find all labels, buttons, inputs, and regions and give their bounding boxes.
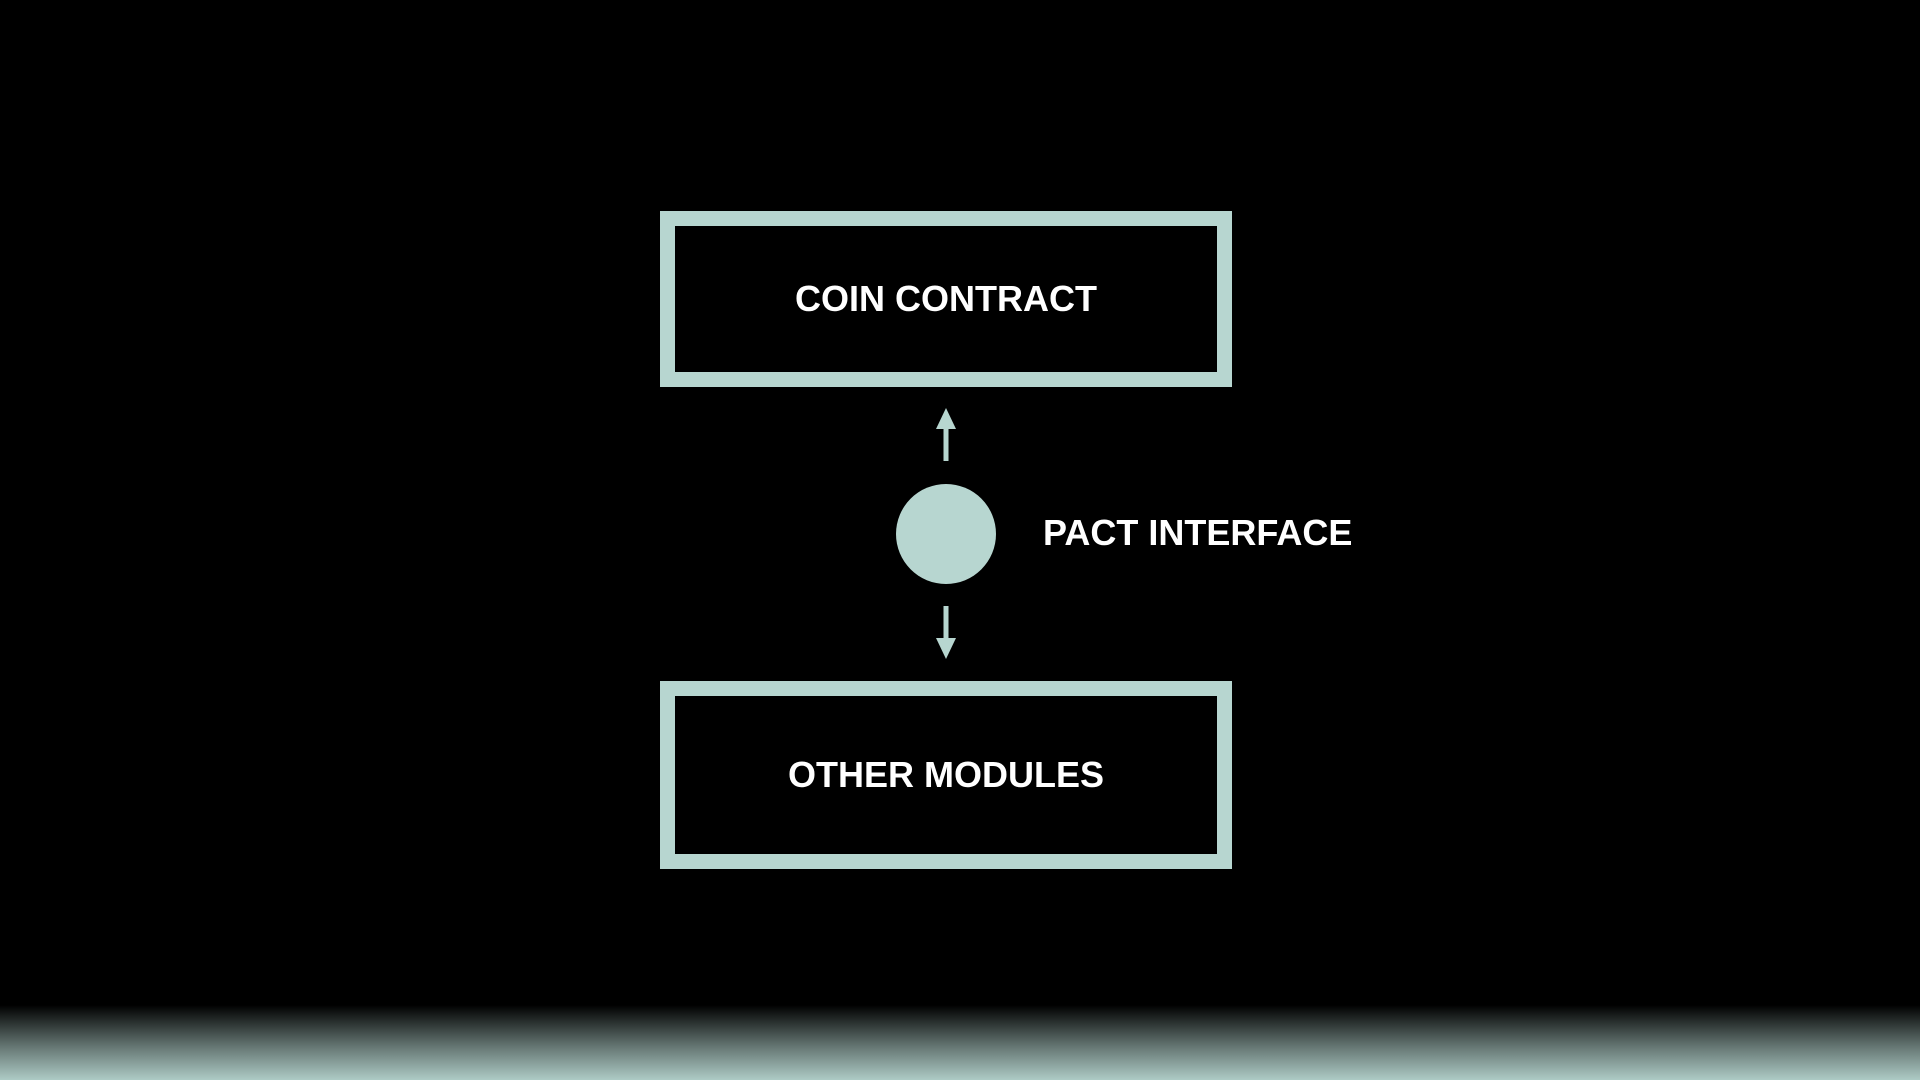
other-modules-box: OTHER MODULES [660, 681, 1232, 869]
down-arrow-icon [936, 606, 956, 659]
interface-node-circle [896, 484, 996, 584]
other-modules-label: OTHER MODULES [787, 754, 1104, 795]
up-arrow-icon [936, 408, 956, 461]
bottom-gradient-band [0, 1005, 1920, 1080]
coin-contract-box: COIN CONTRACT [660, 211, 1232, 387]
pact-interface-label: PACT INTERFACE [1043, 512, 1353, 553]
coin-contract-label: COIN CONTRACT [795, 278, 1097, 319]
